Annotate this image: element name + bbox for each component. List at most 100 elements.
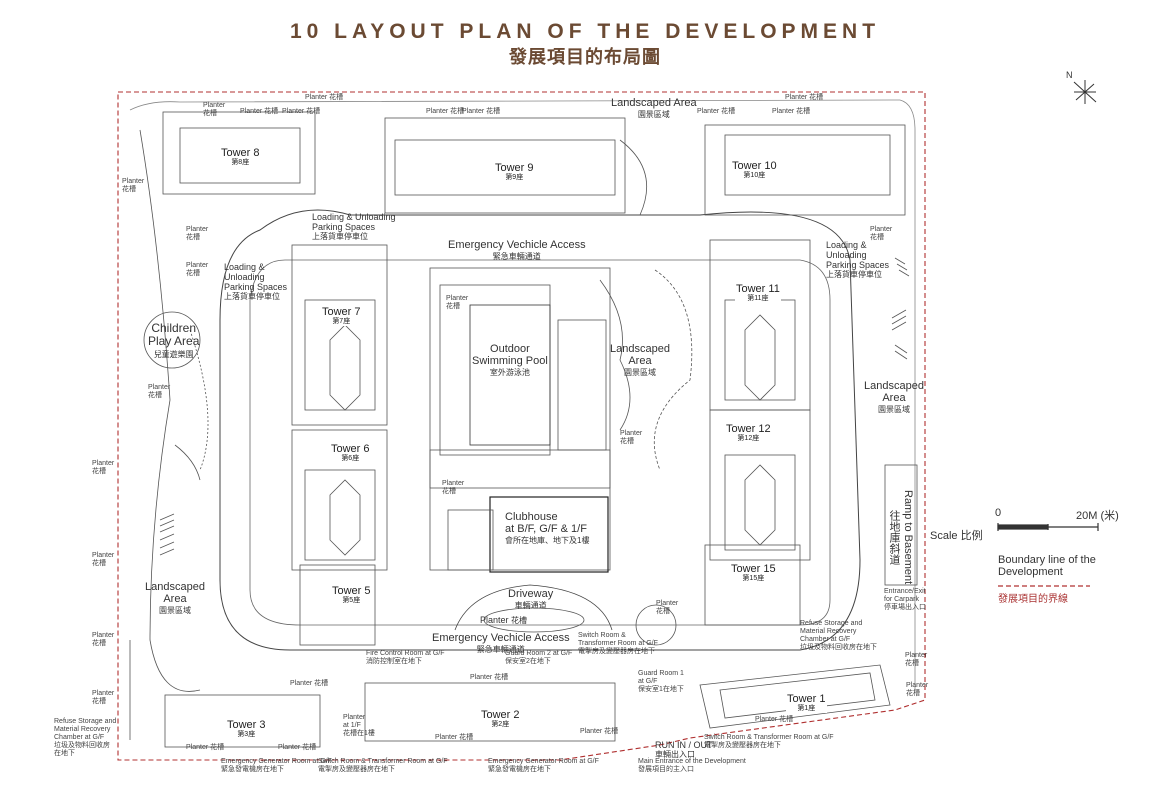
- tower-1-block: [699, 664, 891, 729]
- planter-label: Planter 花槽: [785, 94, 824, 101]
- ramp-to-basement-label: Ramp to Basement 往地庫斜道: [888, 490, 914, 585]
- planter-label: Planter 花槽: [462, 108, 501, 115]
- planter-label: Planter 花槽: [426, 108, 465, 115]
- tower-6-block: [291, 429, 388, 571]
- planter-label: Planter 花槽: [305, 94, 344, 101]
- switch-room-bottom-label: Switch Room & Transformer Room at G/F 電掣…: [318, 758, 448, 773]
- main-entrance-label: Main Entrance of the Development 發展項目的主入…: [638, 758, 746, 773]
- page-title-chinese: 發展項目的布局圖: [509, 47, 661, 67]
- loading-parking-left-label: Loading & Unloading Parking Spaces 上落貨車停…: [224, 262, 288, 301]
- boundary-legend-chinese: 發展項目的界線: [998, 594, 1068, 605]
- guard-room-1-label: Guard Room 1 at G/F 保安室1在地下: [638, 670, 684, 693]
- planter-1f-label: Planter at 1/F 花槽在1樓: [343, 714, 375, 737]
- planter-label: Planter 花槽: [282, 108, 321, 115]
- eva-top-label: Emergency Vechicle Access 緊急車輛通道: [448, 239, 586, 261]
- tower-2-block: [364, 682, 616, 742]
- scale-label: Scale 比例: [930, 530, 983, 542]
- loading-parking-top-label: Loading & Unloading Parking Spaces 上落貨車停…: [312, 212, 396, 241]
- landscaped-area-left-label: Landscaped Area 園景區域: [145, 581, 205, 615]
- swimming-pool: [469, 304, 551, 446]
- landscaped-area-center-label: Landscaped Area 園景區域: [610, 343, 670, 377]
- planter-driveway-label: Planter 花槽: [480, 615, 528, 625]
- planter-label: Planter 花槽: [470, 674, 509, 681]
- ramp-to-basement: [884, 464, 918, 586]
- tower-5-block: [299, 564, 376, 646]
- planter-label: Planter 花槽: [435, 734, 474, 741]
- swimming-pool-label: Outdoor Swimming Pool 室外游泳池: [472, 343, 548, 377]
- switch-room-bottom-right-label: Switch Room & Transformer Room at G/F 電掣…: [704, 734, 834, 749]
- eva-bottom-label: Emergency Vechicle Access 緊急車輛通道: [432, 632, 570, 654]
- tower-3-block: [164, 694, 321, 748]
- loading-parking-right-label: Loading & Unloading Parking Spaces 上落貨車停…: [826, 240, 890, 279]
- clubhouse-label: Clubhouse at B/F, G/F & 1/F 會所在地庫、地下及1樓: [505, 511, 590, 545]
- north-arrow: [1073, 80, 1097, 104]
- refuse-storage-right-label: Refuse Storage and Material Recovery Cha…: [800, 620, 877, 651]
- tower-12-block: [709, 409, 811, 561]
- planter-label: Planter 花槽: [186, 744, 225, 751]
- planter-label: Planter 花槽: [772, 108, 811, 115]
- planter-label: Planter 花槽: [755, 716, 794, 723]
- planter-label: Planter 花槽: [580, 728, 619, 735]
- page-title: 10 LAYOUT PLAN OF THE DEVELOPMENT: [289, 20, 881, 43]
- boundary-legend-label: Boundary line of the Development: [998, 554, 1096, 578]
- tower-9-block: [384, 117, 626, 214]
- fire-control-room-label: Fire Control Room at G/F 消防控制室在地下: [366, 650, 445, 665]
- clubhouse-building: [489, 496, 609, 573]
- scale-end-label: 20M (米): [1076, 510, 1119, 522]
- scale-start-label: 0: [995, 507, 1002, 519]
- emergency-generator-room-left-label: Emergency Generator Room at G/F 緊急發電機房在地…: [221, 758, 332, 773]
- landscaped-area-right-label: Landscaped Area 園景區域: [864, 380, 924, 414]
- scale-bar: [997, 523, 1099, 531]
- run-in-out-label: RUN IN / OUT 車輛出入口: [655, 740, 713, 759]
- guard-room-2-label: Guard Room 2 at G/F 保安室2在地下: [505, 650, 573, 665]
- carpark-entrance-label: Entrance/Exit for Carpark 停車場出入口: [884, 588, 926, 611]
- driveway-loop: [454, 584, 613, 631]
- refuse-storage-left-label: Refuse Storage and Material Recovery Cha…: [54, 718, 117, 757]
- landscaped-area-top-label: Landscaped Area 園景區域: [611, 97, 697, 119]
- planter-label: Planter 花槽: [240, 108, 279, 115]
- emergency-generator-room-mid-label: Emergency Generator Room at G/F 緊急發電機房在地…: [488, 758, 599, 773]
- planter-label: Planter 花槽: [290, 680, 329, 687]
- children-play-area-circle: [143, 311, 201, 369]
- tower-10-block: [704, 124, 906, 216]
- planter-label: Planter 花槽: [697, 108, 736, 115]
- tower-8-block: [162, 111, 316, 195]
- tower-7-block: [291, 244, 388, 426]
- planter-label: Planter 花槽: [278, 744, 317, 751]
- north-label: N: [1066, 70, 1073, 80]
- switch-room-top-label: Switch Room & Transformer Room at G/F 電掣…: [578, 632, 658, 655]
- driveway-label: Driveway 車輛通道: [508, 588, 554, 610]
- children-play-area-label: Children Play Area 兒童遊樂園: [148, 321, 200, 360]
- site-boundary-line: [117, 91, 926, 761]
- tower-15-block: [704, 544, 801, 626]
